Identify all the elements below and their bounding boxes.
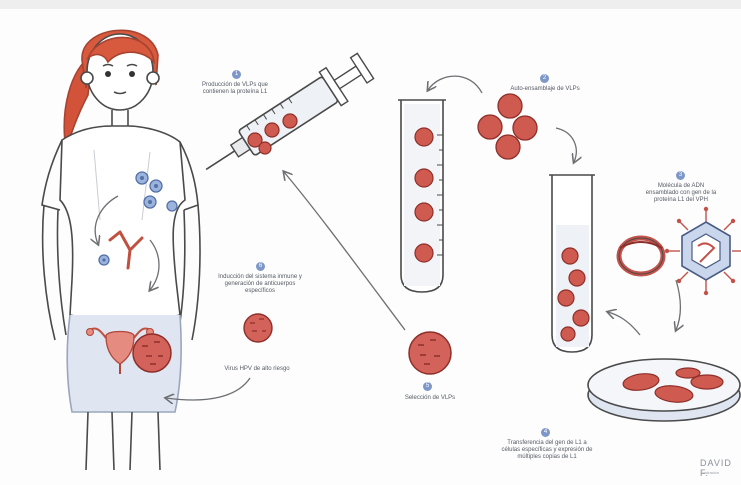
step-5-badge: 5 <box>423 382 432 391</box>
step-3-label: Molécula de ADN ensamblado con gen de la… <box>644 183 718 204</box>
plasmid-icon <box>619 238 663 274</box>
step-1-badge: 1 <box>232 70 241 79</box>
artist-signature-sub: ilustración <box>701 470 719 475</box>
hpv-virion-icon <box>133 334 171 372</box>
cell-test-tube <box>549 175 595 352</box>
arrow-dish-to-tube <box>608 312 640 335</box>
arrow-cluster-to-tube <box>428 76 482 93</box>
step-3-badge: 3 <box>676 171 685 180</box>
step-6-label: Inducción del sistema inmune y generació… <box>218 274 302 295</box>
step-6-badge: 6 <box>256 262 265 271</box>
petri-dish <box>588 359 740 421</box>
artist-signature: DAVID F. <box>700 458 741 478</box>
step-5-label: Selección de VLPs <box>392 395 468 402</box>
step-4-label: Transferencia del gen de L1 a células es… <box>500 440 594 461</box>
vlp-cluster <box>478 94 537 159</box>
vlp-test-tube <box>398 100 446 292</box>
arrow-tube-to-cluster <box>556 128 576 162</box>
top-border <box>0 0 741 9</box>
step-4-badge: 4 <box>541 428 550 437</box>
vlp-small-icon <box>244 314 272 342</box>
hpv-label: Virus HPV de alto riesgo <box>210 366 304 373</box>
selected-vlp <box>409 332 451 374</box>
arrow-vlp-to-syringe <box>284 172 405 330</box>
step-2-label: Auto-ensamblaje de VLPs <box>510 86 580 93</box>
step-2-badge: 2 <box>540 74 549 83</box>
woman-figure <box>42 30 200 470</box>
step-1-label: Producción de VLPs que contienen la prot… <box>190 82 280 96</box>
arrow-virus-to-dish <box>676 280 681 330</box>
